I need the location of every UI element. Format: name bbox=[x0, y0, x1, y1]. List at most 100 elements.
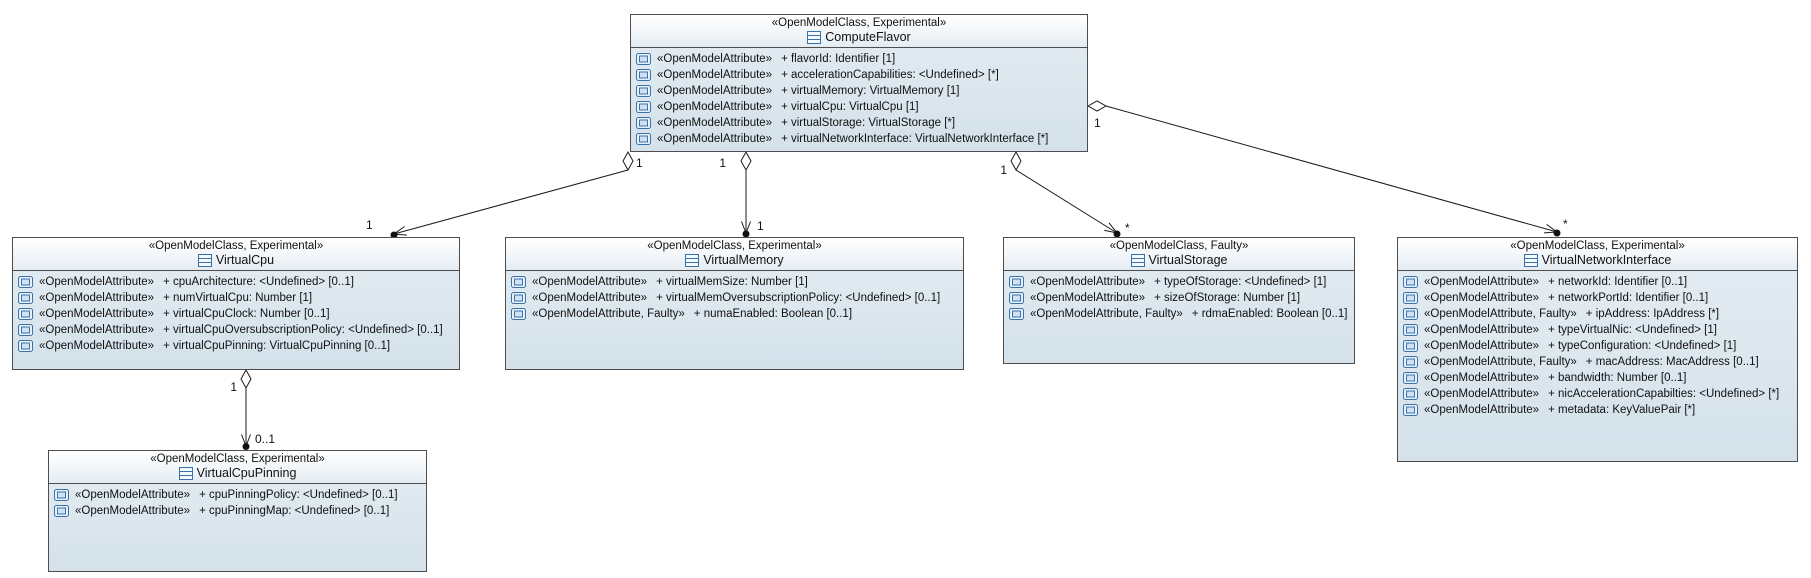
attribute-icon bbox=[18, 308, 33, 320]
attribute-row[interactable]: «OpenModelAttribute»+ virtualMemory: Vir… bbox=[636, 83, 1085, 99]
attribute-stereotype: «OpenModelAttribute» bbox=[657, 117, 773, 129]
attribute-stereotype: «OpenModelAttribute» bbox=[532, 276, 648, 288]
attribute-row[interactable]: «OpenModelAttribute» + virtualCpuOversubs… bbox=[18, 322, 457, 338]
attribute-row[interactable]: «OpenModelAttribute, Faulty»+ rdmaEnable… bbox=[1009, 306, 1352, 322]
attribute-text: + virtualCpuPinning: VirtualCpuPinning [… bbox=[163, 340, 391, 352]
attribute-row[interactable]: «OpenModelAttribute»+ typeOfStorage: <Un… bbox=[1009, 274, 1352, 290]
attribute-row[interactable]: «OpenModelAttribute»+ typeConfiguration:… bbox=[1403, 338, 1795, 354]
class-icon bbox=[197, 254, 212, 267]
attribute-row[interactable]: «OpenModelAttribute»+ cpuPinningMap: <Un… bbox=[54, 503, 424, 519]
attribute-text: + ipAddress: IpAddress [*] bbox=[1585, 308, 1720, 320]
association-computeflavor-virtualcpu[interactable]: 1 1 bbox=[366, 150, 643, 239]
multiplicity-label: * bbox=[1563, 217, 1568, 231]
attribute-row[interactable]: «OpenModelAttribute»+ cpuArchitecture: <… bbox=[18, 274, 457, 290]
attribute-row[interactable]: «OpenModelAttribute»+ virtualNetworkInte… bbox=[636, 131, 1085, 147]
attribute-row[interactable]: «OpenModelAttribute»+ virtualCpu: Virtua… bbox=[636, 99, 1085, 115]
association-line[interactable] bbox=[393, 169, 629, 235]
class-virtualcpu[interactable]: «OpenModelClass, Experimental» VirtualCp… bbox=[12, 237, 460, 370]
class-virtualmemory[interactable]: «OpenModelClass, Experimental» VirtualMe… bbox=[505, 237, 964, 370]
attribute-row[interactable]: «OpenModelAttribute»+ nicAccelerationCap… bbox=[1403, 386, 1795, 402]
aggregation-diamond bbox=[240, 368, 252, 390]
class-name-line: VirtualCpu bbox=[17, 253, 455, 268]
association-computeflavor-virtualstorage[interactable]: 1 * bbox=[1000, 150, 1130, 238]
class-icon bbox=[1130, 254, 1145, 267]
association-computeflavor-virtualnetworkinterface[interactable]: 1 * bbox=[1086, 100, 1568, 237]
class-icon bbox=[685, 254, 700, 267]
class-name-line: VirtualStorage bbox=[1008, 253, 1350, 268]
attribute-icon bbox=[1403, 388, 1418, 400]
class-name-line: VirtualNetworkInterface bbox=[1402, 253, 1793, 268]
attribute-row[interactable]: «OpenModelAttribute»+ cpuPinningPolicy: … bbox=[54, 487, 424, 503]
multiplicity-label: 1 bbox=[366, 218, 373, 232]
attribute-row[interactable]: «OpenModelAttribute»+ virtualStorage: Vi… bbox=[636, 115, 1085, 131]
attribute-row[interactable]: «OpenModelAttribute, Faulty»+ numaEnable… bbox=[511, 306, 961, 322]
attribute-row[interactable]: «OpenModelAttribute» + networkId: Identif… bbox=[1403, 274, 1795, 290]
attribute-row[interactable]: «OpenModelAttribute»+ networkPortId: Ide… bbox=[1403, 290, 1795, 306]
attribute-row[interactable]: «OpenModelAttribute, Faulty»+ macAddress… bbox=[1403, 354, 1795, 370]
arrowhead-icon bbox=[1543, 223, 1559, 234]
class-virtualcpupinning[interactable]: «OpenModelClass, Experimental» VirtualCp… bbox=[48, 450, 427, 572]
attribute-stereotype: «OpenModelAttribute» bbox=[1424, 276, 1540, 288]
multiplicity-label: 1 bbox=[1000, 163, 1007, 177]
aggregation-diamond bbox=[1010, 150, 1022, 172]
attribute-row[interactable]: «OpenModelAttribute»+ flavorId: Identifi… bbox=[636, 51, 1085, 67]
class-header: «OpenModelClass, Experimental» ComputeFl… bbox=[631, 15, 1087, 48]
attribute-icon bbox=[511, 308, 526, 320]
attribute-row[interactable]: «OpenModelAttribute, Faulty»+ ipAddress:… bbox=[1403, 306, 1795, 322]
multiplicity-label: 1 bbox=[230, 380, 237, 394]
attribute-row[interactable]: «OpenModelAttribute»+ virtualMemSize: Nu… bbox=[511, 274, 961, 290]
association-virtualcpu-virtualcpupinning[interactable]: 1 0..1 bbox=[230, 368, 275, 450]
association-line[interactable] bbox=[1015, 169, 1118, 234]
attribute-row[interactable]: «OpenModelAttribute»+ virtualMemOversubs… bbox=[511, 290, 961, 306]
attribute-stereotype: «OpenModelAttribute» bbox=[39, 276, 155, 288]
attribute-stereotype: «OpenModelAttribute» bbox=[657, 133, 773, 145]
attribute-stereotype: «OpenModelAttribute» bbox=[39, 340, 155, 352]
attribute-stereotype: «OpenModelAttribute, Faulty» bbox=[532, 308, 685, 320]
multiplicity-label: 0..1 bbox=[255, 432, 275, 446]
aggregation-diamond bbox=[1086, 100, 1108, 112]
attribute-stereotype: «OpenModelAttribute» bbox=[532, 292, 648, 304]
attribute-icon bbox=[1009, 276, 1024, 288]
attribute-stereotype: «OpenModelAttribute, Faulty» bbox=[1424, 356, 1577, 368]
attribute-row[interactable]: «OpenModelAttribute»+ typeVirtualNic: <U… bbox=[1403, 322, 1795, 338]
class-virtualnetworkinterface[interactable]: «OpenModelClass, Experimental» VirtualNe… bbox=[1397, 237, 1798, 462]
class-computeflavor[interactable]: «OpenModelClass, Experimental» ComputeFl… bbox=[630, 14, 1088, 152]
attribute-stereotype: «OpenModelAttribute» bbox=[1424, 388, 1540, 400]
attribute-icon bbox=[511, 276, 526, 288]
attribute-text: + flavorId: Identifier [1] bbox=[781, 53, 896, 65]
attribute-row[interactable]: «OpenModelAttribute»+ virtualCpuClock: N… bbox=[18, 306, 457, 322]
attribute-row[interactable]: «OpenModelAttribute»+ accelerationCapabi… bbox=[636, 67, 1085, 83]
attribute-icon bbox=[636, 85, 651, 97]
class-virtualstorage[interactable]: «OpenModelClass, Faulty» VirtualStorage … bbox=[1003, 237, 1355, 364]
multiplicity-label: 1 bbox=[636, 156, 643, 170]
arrowhead-icon bbox=[741, 221, 751, 235]
class-name-line: VirtualCpuPinning bbox=[53, 466, 422, 481]
attribute-text: + numVirtualCpu: Number [1] bbox=[163, 292, 313, 304]
attributes-compartment: «OpenModelAttribute»+ typeOfStorage: <Un… bbox=[1004, 271, 1354, 363]
attribute-text: + virtualCpuClock: Number [0..1] bbox=[163, 308, 330, 320]
attribute-row[interactable]: «OpenModelAttribute»+ numVirtualCpu: Num… bbox=[18, 290, 457, 306]
attribute-text: + networkId: Identifier [0..1] bbox=[1548, 276, 1688, 288]
attribute-text: + metadata: KeyValuePair [*] bbox=[1548, 404, 1696, 416]
attribute-stereotype: «OpenModelAttribute» bbox=[657, 69, 773, 81]
aggregation-diamond bbox=[740, 150, 752, 172]
attribute-row[interactable]: «OpenModelAttribute»+ metadata: KeyValue… bbox=[1403, 402, 1795, 418]
arrowhead-icon bbox=[392, 226, 407, 236]
attribute-row[interactable]: «OpenModelAttribute»+ bandwidth: Number … bbox=[1403, 370, 1795, 386]
class-stereotype: «OpenModelClass, Experimental» bbox=[647, 240, 822, 252]
attribute-icon bbox=[636, 101, 651, 113]
attribute-icon bbox=[1403, 292, 1418, 304]
attribute-icon bbox=[636, 133, 651, 145]
association-line[interactable] bbox=[1105, 105, 1558, 233]
attributes-compartment: «OpenModelAttribute»+ virtualMemSize: Nu… bbox=[506, 271, 963, 369]
attribute-text: + virtualCpuOversubscriptionPolicy: <Und… bbox=[163, 324, 443, 336]
attribute-row[interactable]: «OpenModelAttribute» + virtualCpuPinning:… bbox=[18, 338, 457, 354]
attribute-text: + bandwidth: Number [0..1] bbox=[1548, 372, 1687, 384]
arrowhead-icon bbox=[241, 434, 251, 448]
multiplicity-label: 1 bbox=[1094, 116, 1101, 130]
attribute-text: + typeConfiguration: <Undefined> [1] bbox=[1548, 340, 1737, 352]
attribute-icon bbox=[636, 53, 651, 65]
association-computeflavor-virtualmemory[interactable]: 1 1 bbox=[719, 150, 764, 238]
attribute-stereotype: «OpenModelAttribute» bbox=[39, 324, 155, 336]
attribute-row[interactable]: «OpenModelAttribute»+ sizeOfStorage: Num… bbox=[1009, 290, 1352, 306]
